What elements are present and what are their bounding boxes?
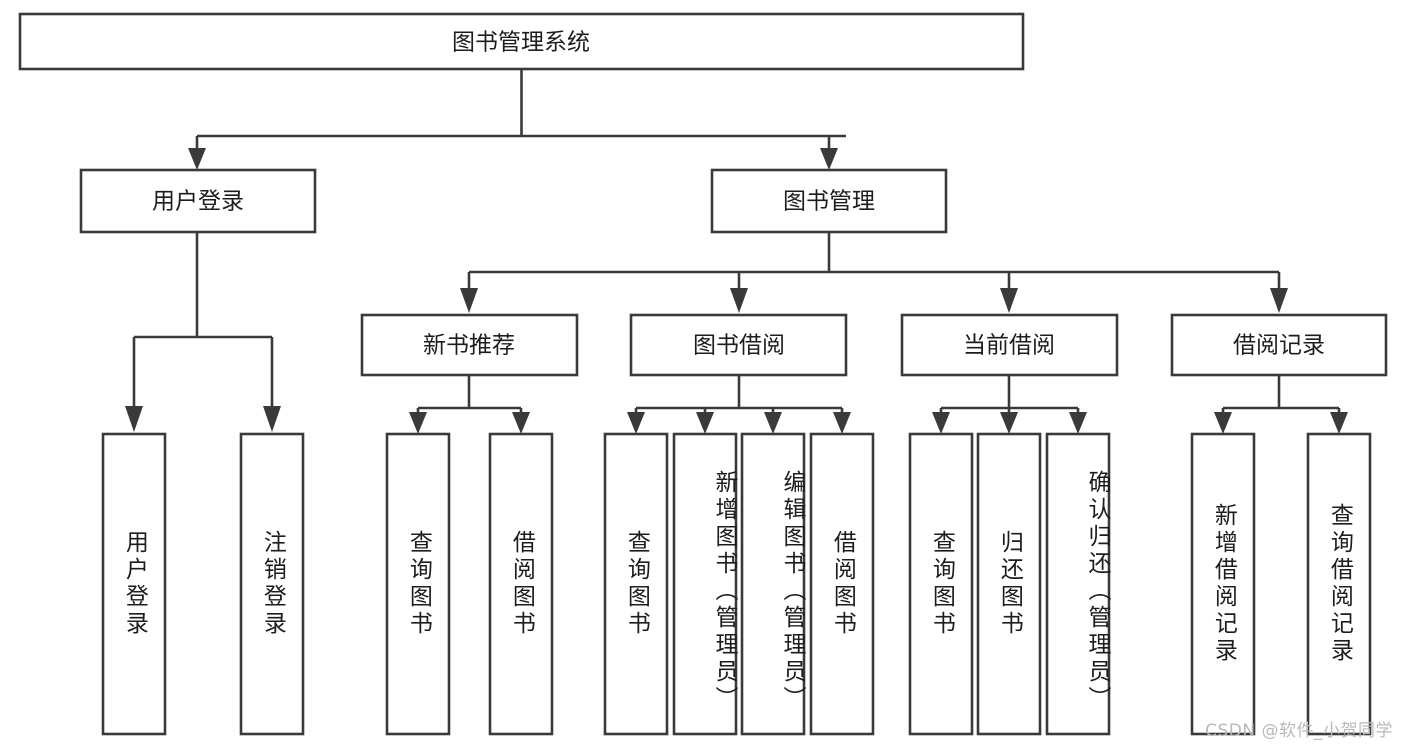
leaf-borrow-record-1-box[interactable] xyxy=(1190,432,1256,736)
node-root-label: 图书管理系统 xyxy=(452,30,590,56)
csdn-watermark: CSDN @软件_小贺同学 xyxy=(1205,721,1393,741)
arrowhead-user-login-leaf-1 xyxy=(125,406,143,432)
arrowhead-borrow-record-leaf-2 xyxy=(1330,412,1348,434)
leaf-current-borrow-3-box[interactable] xyxy=(1045,432,1111,736)
node-root-box[interactable] xyxy=(18,12,1025,71)
arrowhead-current-borrow-leaf-3 xyxy=(1069,412,1087,434)
leaf-book-borrow-4-box[interactable] xyxy=(809,432,875,736)
arrowhead-book-borrow-leaf-2 xyxy=(696,412,714,434)
node-book-mgmt-box[interactable] xyxy=(710,168,948,234)
node-borrow-record-box[interactable] xyxy=(1170,313,1388,377)
node-new-book-box[interactable] xyxy=(360,313,579,377)
arrowhead-root-to-user-login xyxy=(188,148,206,170)
leaf-borrow-record-2-box[interactable] xyxy=(1306,432,1372,736)
arrowhead-book-borrow-leaf-4 xyxy=(833,412,851,434)
leaf-current-borrow-2-box[interactable] xyxy=(976,432,1042,736)
node-borrow-record-label: 借阅记录 xyxy=(1233,333,1325,359)
arrowhead-book-borrow-leaf-3 xyxy=(764,412,782,434)
connector-layer xyxy=(125,69,1348,434)
arrowhead-new-book-leaf-2 xyxy=(512,412,530,434)
leaf-current-borrow-1-box[interactable] xyxy=(908,432,974,736)
node-layer: 图书管理系统 用户登录 图书管理 新书推荐 图书借阅 当前借阅 借阅记录 xyxy=(18,12,1388,736)
node-user-login-box[interactable] xyxy=(79,168,317,234)
leaf-user-login-1-box[interactable] xyxy=(101,432,167,736)
node-new-book-label: 新书推荐 xyxy=(423,333,515,359)
arrowhead-new-book-leaf-1 xyxy=(409,412,427,434)
leaf-book-borrow-1-box[interactable] xyxy=(603,432,669,736)
node-current-borrow-label: 当前借阅 xyxy=(963,333,1055,359)
leaf-book-borrow-2-box[interactable] xyxy=(672,432,738,736)
leaf-new-book-1-box[interactable] xyxy=(385,432,451,736)
node-user-login-label: 用户登录 xyxy=(152,189,244,215)
arrowhead-to-new-book xyxy=(460,288,478,313)
arrowhead-user-login-leaf-2 xyxy=(263,406,281,432)
arrowhead-to-current-borrow xyxy=(1000,288,1018,313)
arrowhead-to-book-borrow xyxy=(730,288,748,313)
arrowhead-book-borrow-leaf-1 xyxy=(627,412,645,434)
arrowhead-to-borrow-record xyxy=(1270,288,1288,313)
arrowhead-current-borrow-leaf-2 xyxy=(1000,412,1018,434)
node-current-borrow-box[interactable] xyxy=(900,313,1119,377)
node-book-borrow-box[interactable] xyxy=(629,313,848,377)
node-book-borrow-label: 图书借阅 xyxy=(693,333,785,359)
leaf-new-book-2-box[interactable] xyxy=(488,432,554,736)
leaf-user-login-2-box[interactable] xyxy=(239,432,305,736)
arrowhead-current-borrow-leaf-1 xyxy=(932,412,950,434)
arrowhead-root-to-book-mgmt xyxy=(820,148,838,170)
leaf-book-borrow-3-box[interactable] xyxy=(740,432,806,736)
node-book-mgmt-label: 图书管理 xyxy=(783,189,875,215)
arrowhead-borrow-record-leaf-1 xyxy=(1214,412,1232,434)
